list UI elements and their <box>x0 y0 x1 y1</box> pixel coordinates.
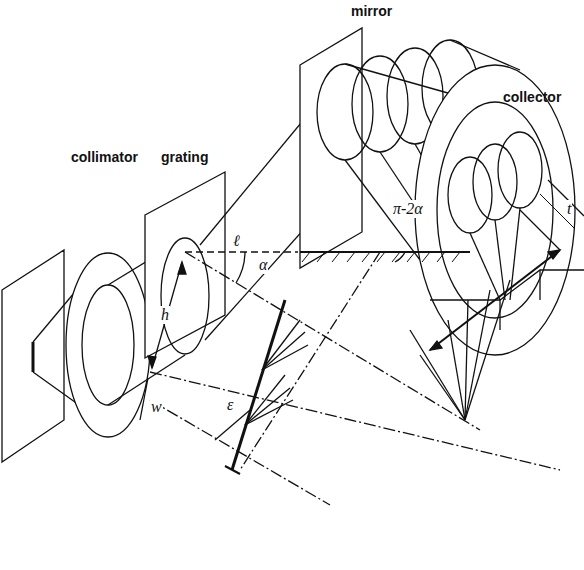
dimension-label: w <box>150 398 163 416</box>
angle-label: π-2α <box>392 200 424 218</box>
angle-label: α <box>258 256 268 274</box>
part-name: collector <box>502 90 562 105</box>
angle-label: ε <box>226 396 234 414</box>
dimension-label: t <box>566 200 572 218</box>
part-name: mirror <box>350 4 393 19</box>
dimension-label: h <box>160 306 170 324</box>
dimension-label: ℓ <box>232 232 241 250</box>
part-name: grating <box>160 150 209 165</box>
part-name: collimator <box>70 150 139 165</box>
